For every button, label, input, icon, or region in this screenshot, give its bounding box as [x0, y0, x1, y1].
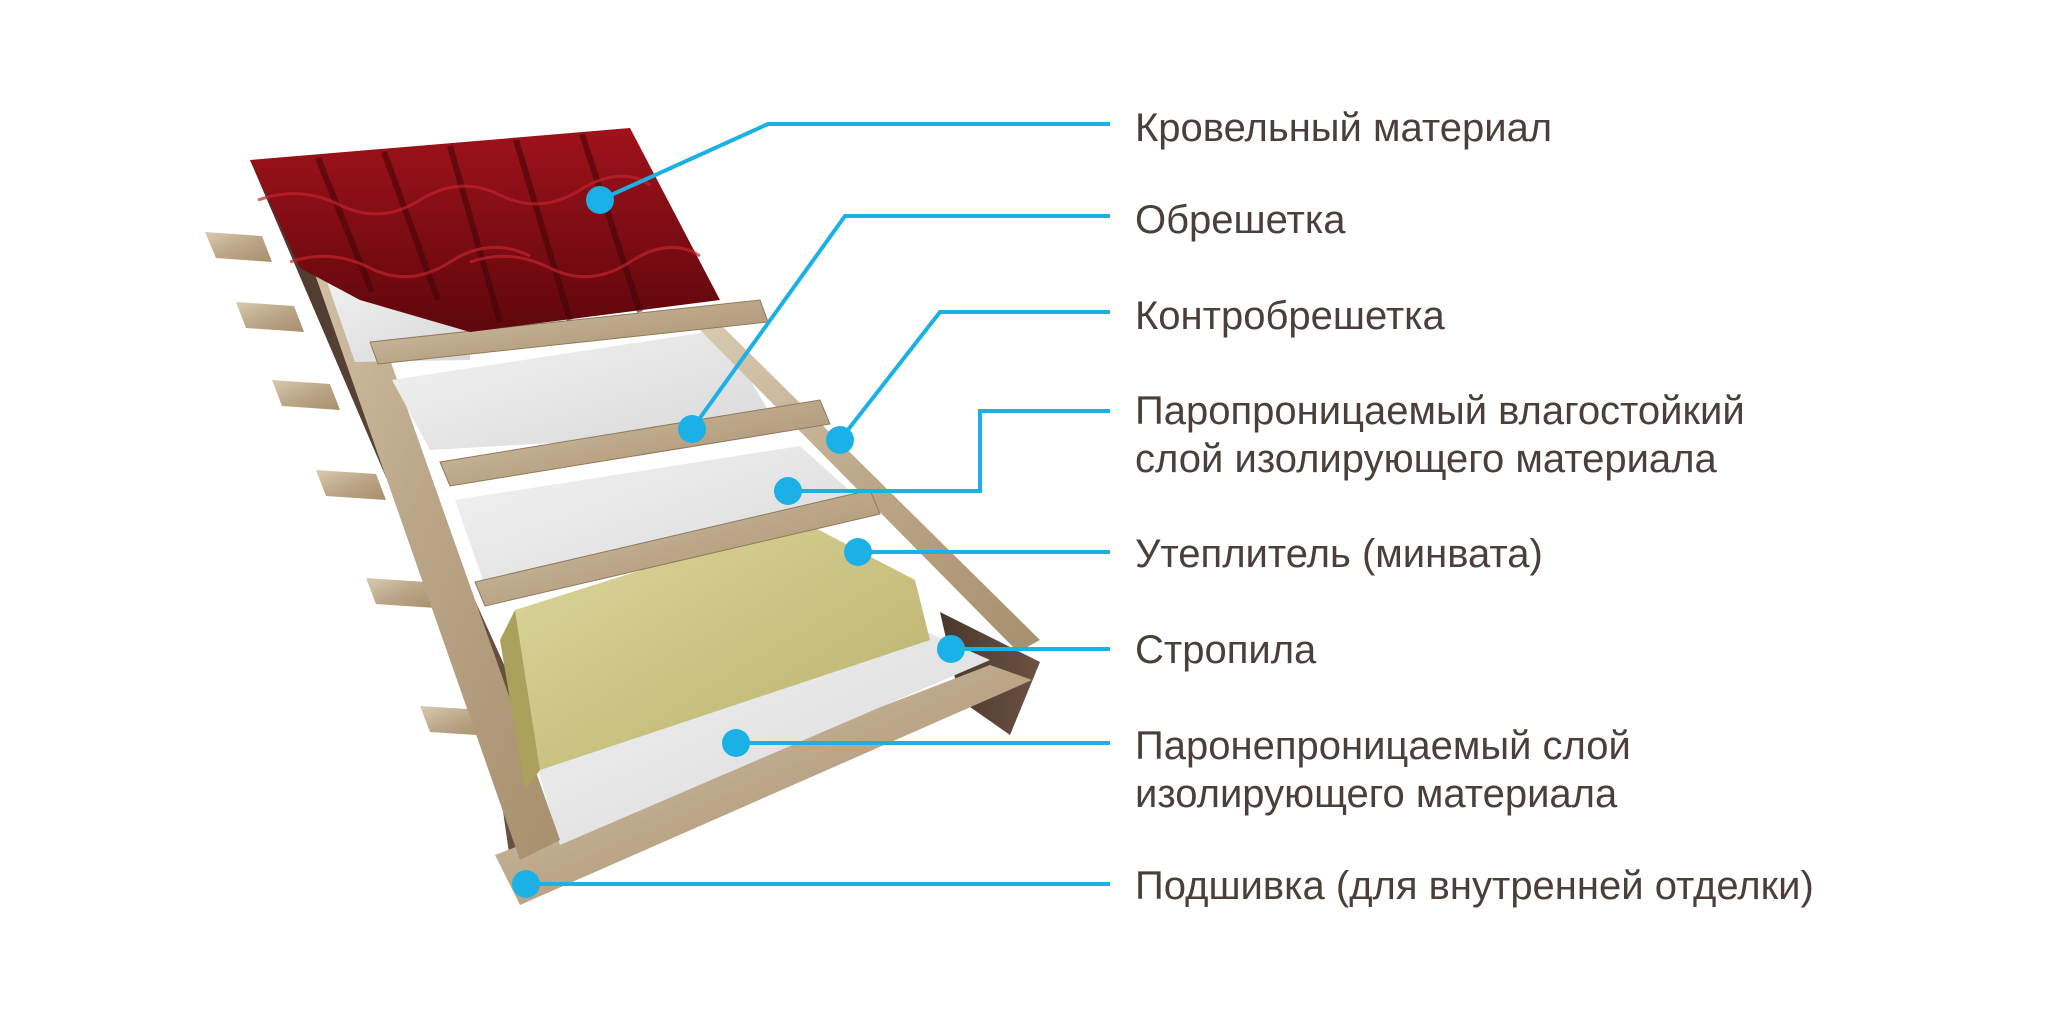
dot-roofing: [586, 186, 614, 214]
label-insulation: Утеплитель (минвата): [1135, 532, 1543, 576]
label-vapor-barrier: Паронепроницаемый слой изолирующего мате…: [1135, 724, 1631, 816]
label-vapor-permeable: Паропроницаемый влагостойкий слой изолир…: [1135, 389, 1745, 481]
dot-lining: [512, 870, 540, 898]
dot-rafters: [937, 635, 965, 663]
label-lining: Подшивка (для внутренней отделки): [1135, 864, 1814, 908]
insulation-edge: [500, 610, 540, 790]
dot-counter-battens: [826, 426, 854, 454]
insulation-block: [515, 520, 930, 770]
label-rafters: Стропила: [1135, 628, 1317, 672]
lining-board: [495, 665, 1032, 905]
leader-lines: [526, 122, 1110, 886]
label-counter-battens: Контробрешетка: [1135, 294, 1445, 338]
leader-battens: [690, 214, 1110, 431]
leader-counter-battens: [838, 310, 1110, 442]
battens: [369, 299, 881, 607]
leader-roofing: [599, 122, 1110, 202]
label-roofing: Кровельный материал: [1135, 106, 1553, 150]
leader-vapor-permeable: [788, 409, 1110, 493]
callout-dots: [512, 186, 965, 898]
dot-vapor-permeable: [774, 477, 802, 505]
roof-tiles: [250, 128, 720, 332]
dot-vapor-barrier: [722, 729, 750, 757]
counter-batten: [700, 322, 1040, 652]
dot-battens: [678, 415, 706, 443]
label-battens: Обрешетка: [1135, 198, 1346, 242]
dot-insulation: [844, 538, 872, 566]
